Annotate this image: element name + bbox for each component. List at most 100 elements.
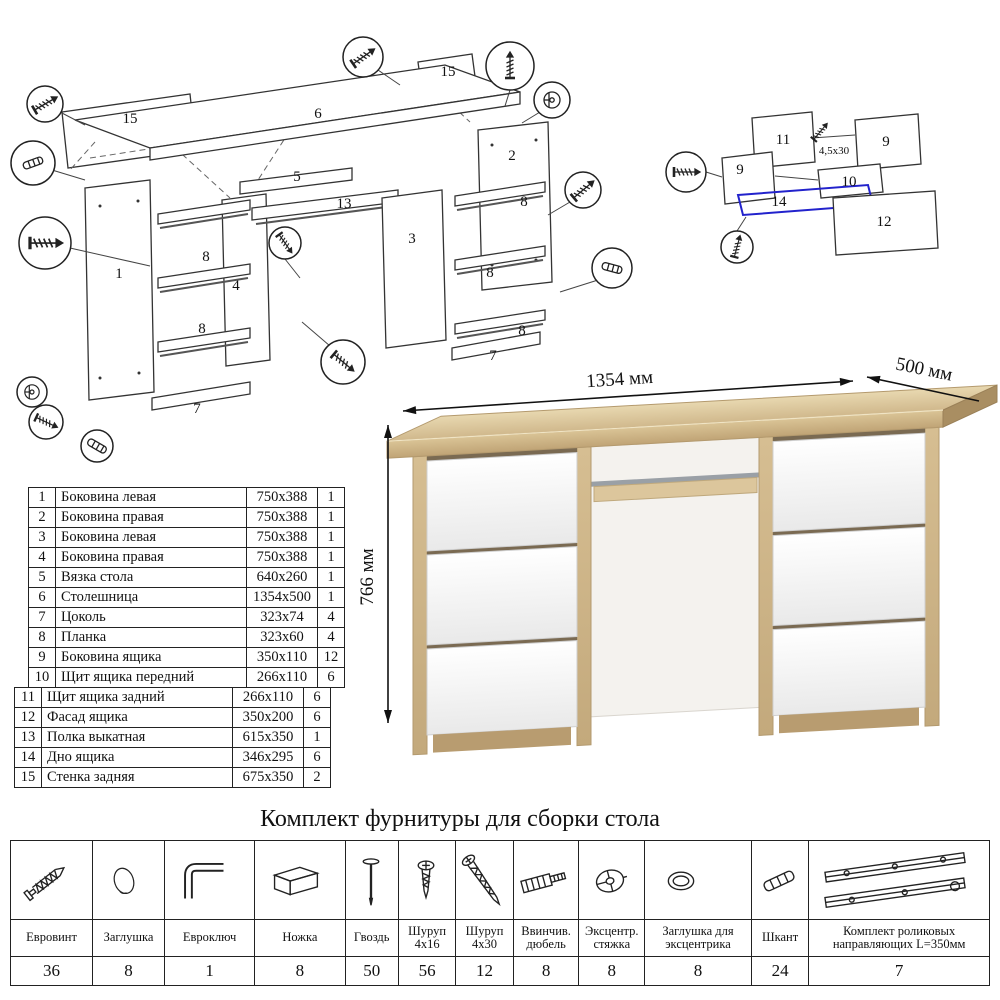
hw-qty-cell: 1 [163,956,256,986]
part-label-11: 11 [776,132,790,148]
hw-qty-cell: 12 [455,956,514,986]
keyboard-tray-rail [591,472,760,487]
hw-name-cell: Евровинт [9,919,94,957]
hw-name-cell: Заглушка для эксцентрика [644,919,752,957]
part-label-8b: 8 [198,321,206,337]
part-label-8c: 8 [520,194,528,210]
hw-qty-cell: 36 [9,956,94,986]
nail-icon [362,858,379,906]
part-slats-left [157,199,251,357]
part-rollout-shelf [251,189,399,225]
height-label: 766 мм [357,548,378,605]
hardware-callouts [10,36,633,463]
drawer-front [772,526,926,627]
part-center-panel [381,189,447,349]
desk-left-pedestal [412,446,592,756]
hw-qty-cell: 8 [644,956,752,986]
cap-icon [113,867,135,895]
wood-dowel-icon [763,870,795,892]
drawer-slides-icon [824,852,967,908]
hw-qty-cell: 7 [808,956,990,986]
drawer-front [426,452,578,552]
hw-name-cell: Эксцентр. стяжка [578,919,646,957]
part-top-panel [74,64,521,161]
part-slats-right [454,181,546,339]
hw-name-cell: Комплект роликовых направляющих L=350мм [808,919,990,957]
hw-qty-cell: 50 [344,956,399,986]
plinth [433,726,571,753]
part-label-15-right: 15 [441,64,456,80]
hw-name-cell: Ввинчив. дюбель [512,919,580,957]
part-label-4: 4 [232,278,240,294]
hw-name-cell: Шуруп 4x16 [397,919,457,957]
part-plinth-left [151,381,251,411]
hw-qty-cell: 24 [750,956,810,986]
hex-key-icon [184,862,224,899]
part-side-panel-left [84,179,155,401]
cam-cover-icon [667,871,695,891]
cam-lock-icon [596,869,628,893]
part-label-9b: 9 [736,162,744,178]
part-label-7-left: 7 [193,401,201,417]
part-label-6: 6 [314,106,322,122]
width-dimension: 1354 мм [402,367,854,415]
hw-qty-cell: 8 [92,956,165,986]
hw-qty-cell: 8 [578,956,646,986]
part-label-8a: 8 [202,249,210,265]
hw-name-cell: Шуруп 4x30 [455,919,514,957]
hw-name-cell: Евроключ [163,919,256,957]
hw-name-cell: Ножка [254,919,346,957]
part-label-9a: 9 [882,134,890,150]
height-dimension: 766 мм [357,425,392,723]
part-label-14: 14 [772,194,788,210]
desk-right-pedestal [758,426,940,736]
hw-qty-cell: 8 [512,956,580,986]
part-label-3: 3 [408,231,416,247]
foot-icon [272,866,320,896]
drawer-front [426,546,578,646]
keyboard-tray [593,476,758,503]
screw-size-note: 4,5x30 [819,145,850,157]
drawer-front [772,432,926,533]
part-label-15-left: 15 [123,111,138,127]
desk-body [386,384,998,756]
part-label-5: 5 [293,169,301,185]
confirmat-screw-icon [23,866,66,902]
drawer-front [426,640,578,736]
part-label-13: 13 [337,196,352,212]
hw-name-cell: Шкант [750,919,810,957]
hw-name-cell: Гвоздь [344,919,399,957]
width-label: 1354 мм [586,367,654,392]
part-label-1: 1 [115,266,123,282]
hardware-kit-table: Евровинт Заглушка Евроключ Ножка Гвоздь … [9,840,990,986]
hardware-qty-row: 36 8 1 8 50 56 12 8 8 8 24 7 [9,956,990,986]
exploded-assembly-diagram: 15 6 15 1 8 4 8 7 5 13 3 2 8 8 8 7 [10,36,939,463]
depth-label: 500 мм [894,355,954,386]
part-label-8d: 8 [486,265,494,281]
hw-qty-cell: 8 [254,956,346,986]
part-label-8e: 8 [518,323,526,339]
part-label-2: 2 [508,148,516,164]
drawer-assembly-diagram: 11 9 4,5x30 9 10 14 12 [665,111,939,264]
drawer-front [772,620,926,717]
screw-in-dowel-icon [519,872,567,894]
part-plinth-right [451,331,541,361]
hardware-kit-title: Комплект фурнитуры для сборки стола [110,806,810,833]
